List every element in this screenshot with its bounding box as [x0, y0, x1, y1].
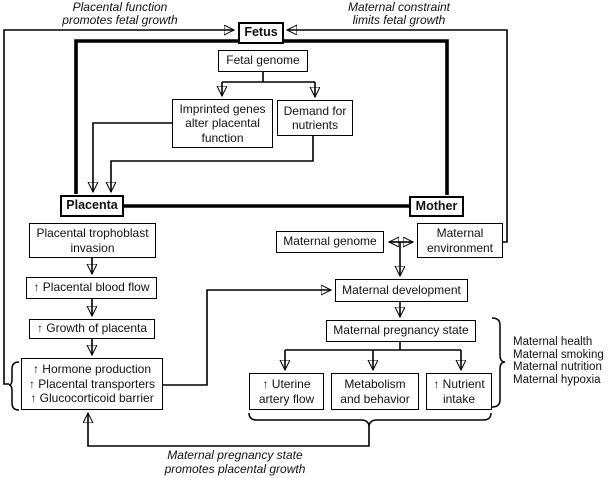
node-mother: Mother — [409, 196, 464, 217]
imprinted-genes-to-placenta — [93, 122, 172, 192]
node-growth-of-placenta: ↑ Growth of placenta — [29, 319, 155, 339]
annotation-placental-function: Placental function promotes fetal growth — [62, 0, 178, 27]
annotation-maternal-constraint: Maternal constraint limits fetal growth — [347, 0, 451, 27]
pregnancy-state-branches — [285, 342, 461, 370]
node-maternal-pregnancy-state: Maternal pregnancy state — [326, 320, 476, 342]
bottom-curly-brace — [248, 412, 492, 428]
outputs-to-maternal-development — [163, 290, 331, 386]
demand-to-placenta — [111, 136, 314, 192]
annotation-pregnancy-promotes-growth: Maternal pregnancy state promotes placen… — [164, 448, 306, 476]
right-curly-brace — [491, 317, 506, 408]
placental-function-feedback-arrow — [3, 30, 234, 385]
node-placental-outputs: ↑ Hormone production ↑ Placental transpo… — [21, 358, 163, 410]
node-uterine-artery-flow: ↑ Uterine artery flow — [249, 373, 324, 410]
node-metabolism-behavior: Metabolism and behavior — [331, 373, 419, 410]
node-fetus: Fetus — [238, 22, 284, 44]
fetus-placenta-mother-links — [74, 39, 449, 208]
maternal-factors-list: Maternal health Maternal smoking Materna… — [513, 336, 604, 387]
node-imprinted-genes: Imprinted genes alter placental function — [172, 99, 273, 148]
node-demand-nutrients: Demand for nutrients — [277, 100, 353, 136]
node-trophoblast-invasion: Placental trophoblast invasion — [29, 223, 156, 258]
node-fetal-genome: Fetal genome — [218, 50, 308, 72]
node-maternal-genome: Maternal genome — [276, 231, 384, 253]
pregnancy-feedback-to-outputs — [88, 413, 370, 447]
node-placental-blood-flow: ↑ Placental blood flow — [26, 277, 157, 299]
left-curly-brace — [8, 361, 20, 411]
node-nutrient-intake: ↑ Nutrient intake — [426, 373, 492, 410]
node-maternal-environment: Maternal environment — [417, 223, 503, 258]
node-placenta: Placenta — [60, 195, 124, 217]
fetal-genome-branches — [222, 72, 315, 97]
node-maternal-development: Maternal development — [335, 279, 468, 302]
maternal-constraint-arrow — [287, 30, 508, 243]
